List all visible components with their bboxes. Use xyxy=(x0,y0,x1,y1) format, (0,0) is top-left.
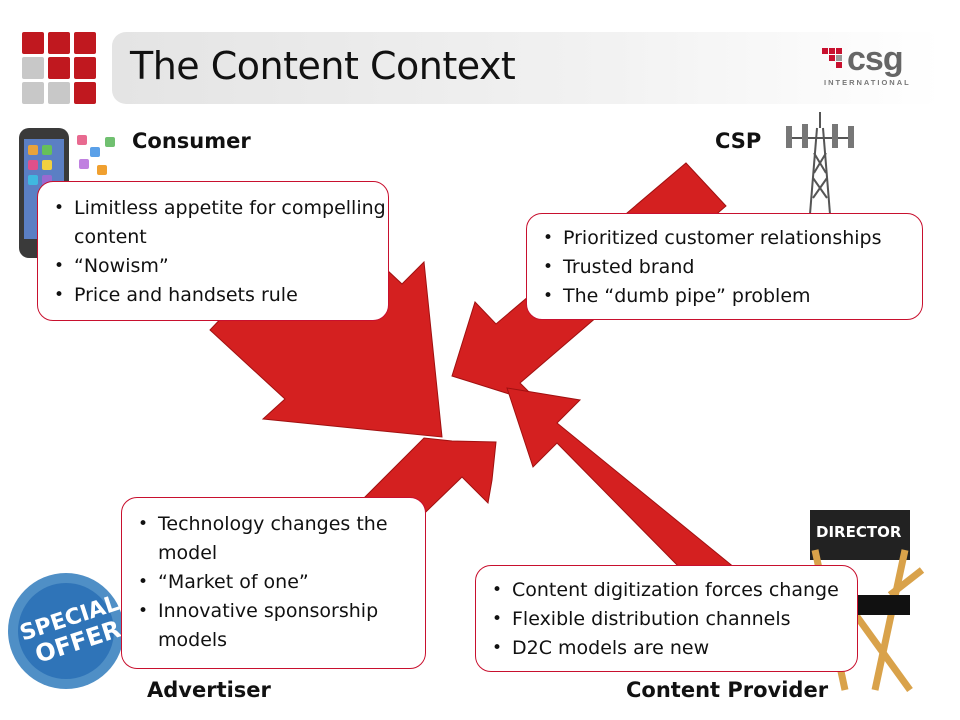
director-chair-label: DIRECTOR xyxy=(816,523,902,541)
advertiser-bullet: Innovative sponsorship models xyxy=(138,597,425,655)
content-provider-bullet: Content digitization forces change xyxy=(492,576,857,605)
csg-logo-word: csg xyxy=(847,40,904,78)
consumer-callout: Limitless appetite for compelling conten… xyxy=(37,181,389,321)
content-provider-bullet: D2C models are new xyxy=(492,634,857,663)
csp-callout: Prioritized customer relationships Trust… xyxy=(526,213,923,320)
role-label-content-provider: Content Provider xyxy=(626,678,829,702)
role-label-csp: CSP xyxy=(715,129,762,153)
role-label-advertiser: Advertiser xyxy=(147,678,271,702)
special-offer-badge-icon: SPECIAL OFFER xyxy=(8,573,124,689)
role-label-consumer: Consumer xyxy=(132,129,251,153)
consumer-bullet: Limitless appetite for compelling conten… xyxy=(54,194,388,252)
advertiser-bullet: “Market of one” xyxy=(138,568,425,597)
advertiser-callout: Technology changes the model “Market of … xyxy=(121,497,426,669)
csp-bullet: The “dumb pipe” problem xyxy=(543,282,922,311)
csp-bullet: Prioritized customer relationships xyxy=(543,224,922,253)
content-provider-callout: Content digitization forces change Flexi… xyxy=(475,565,858,672)
logo-grid-icon xyxy=(22,32,98,104)
arrow-content-provider xyxy=(506,387,737,571)
content-provider-bullet: Flexible distribution channels xyxy=(492,605,857,634)
csp-bullet: Trusted brand xyxy=(543,253,922,282)
cell-tower-icon xyxy=(786,112,854,215)
csg-logo: csg INTERNATIONAL xyxy=(820,40,920,92)
title-bar xyxy=(112,32,942,104)
csg-logo-subtitle: INTERNATIONAL xyxy=(824,78,911,87)
consumer-bullet: “Nowism” xyxy=(54,252,388,281)
slide-title: The Content Context xyxy=(130,44,516,88)
consumer-bullet: Price and handsets rule xyxy=(54,281,388,310)
advertiser-bullet: Technology changes the model xyxy=(138,510,425,568)
